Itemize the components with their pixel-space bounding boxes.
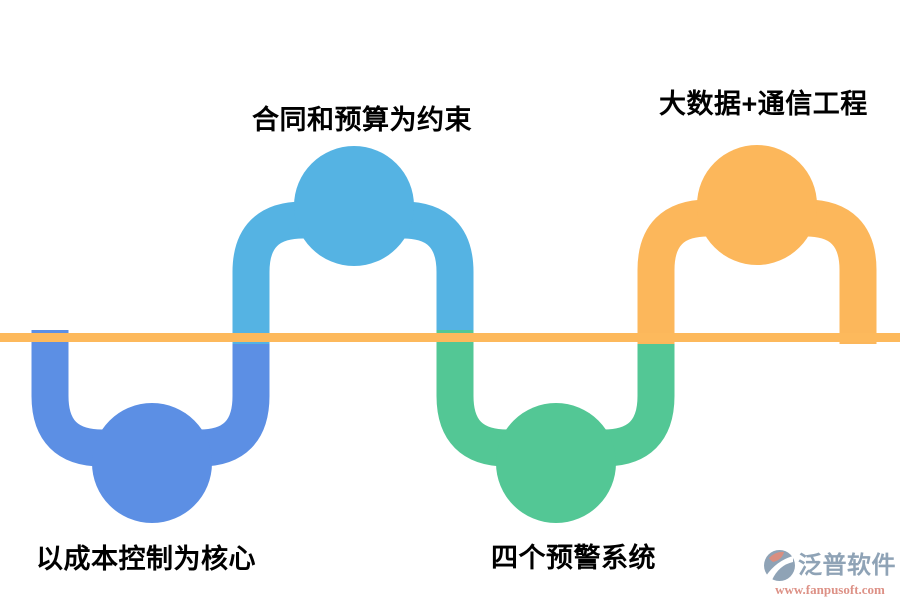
node-shape-bigdata-communication [637, 145, 877, 344]
brand-name: 泛普软件 [798, 551, 896, 579]
node-shape-contract-budget [232, 146, 474, 344]
node-label-bigdata-communication: 大数据+通信工程 [659, 89, 868, 119]
node-shape-cost-control [31, 330, 270, 523]
node-shape-warning-systems [436, 330, 675, 523]
node-label-cost-control: 以成本控制为核心 [36, 544, 256, 574]
node-circle-cost-control [92, 403, 212, 523]
node-circle-contract-budget [294, 146, 414, 266]
node-circle-warning-systems [496, 403, 616, 523]
fanpu-logo-icon [764, 550, 795, 581]
node-label-contract-budget: 合同和预算为约束 [252, 105, 472, 135]
node-label-warning-systems: 四个预警系统 [491, 543, 656, 573]
watermark: 泛普软件 www.fanpusoft.com [763, 549, 897, 596]
baseline [0, 333, 900, 342]
node-circle-bigdata-communication [697, 145, 817, 265]
brand-url: www.fanpusoft.com [775, 582, 885, 597]
